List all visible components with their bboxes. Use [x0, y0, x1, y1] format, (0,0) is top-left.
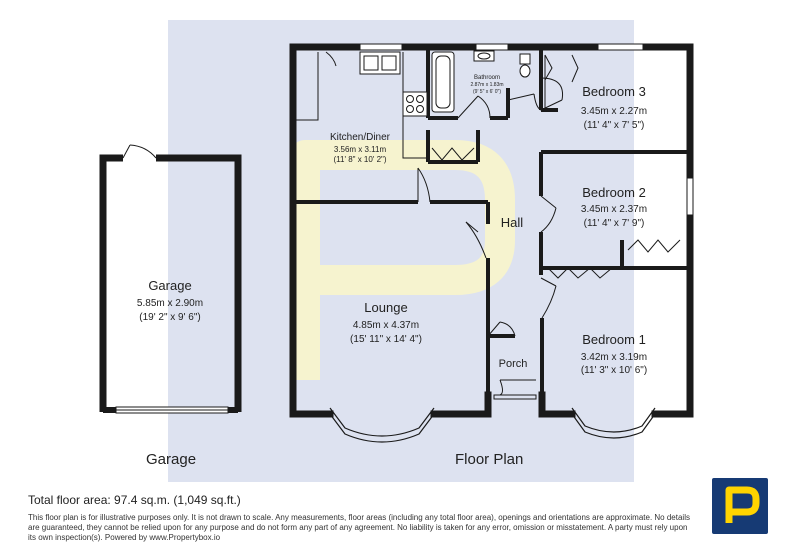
cupboards	[431, 54, 681, 279]
room-name-hall: Hall	[501, 215, 524, 230]
room-metric-bedroom1: 3.42m x 3.19m	[581, 352, 647, 363]
room-metric-kitchen: 3.56m x 3.11m	[334, 145, 387, 154]
room-imperial-bedroom1: (11' 3" x 10' 6")	[581, 365, 647, 376]
room-imperial-lounge: (15' 11" x 14' 4")	[350, 334, 422, 345]
interior-walls	[293, 47, 690, 395]
room-name-porch: Porch	[499, 358, 528, 370]
room-metric-bathroom: 2.87m x 1.83m	[470, 82, 503, 88]
front-door	[493, 379, 537, 400]
total-floor-area: Total floor area: 97.4 sq.m. (1,049 sq.f…	[28, 493, 241, 507]
room-name-garage: Garage	[148, 278, 191, 293]
floor-plan-caption: Floor Plan	[455, 451, 524, 468]
room-name-bedroom3: Bedroom 3	[582, 84, 646, 99]
room-metric-garage: 5.85m x 2.90m	[137, 298, 203, 309]
room-imperial-bathroom: (9' 5" x 6' 0")	[473, 89, 501, 95]
bathroom-fittings	[431, 50, 531, 113]
house-outer-walls	[289, 43, 694, 418]
garage-caption: Garage	[146, 451, 197, 468]
garage-structure	[99, 154, 242, 414]
p-logo-icon	[725, 486, 760, 523]
room-metric-bedroom2: 3.45m x 2.37m	[581, 204, 647, 215]
room-imperial-bedroom3: (11' 4" x 7' 5")	[584, 120, 645, 131]
room-name-bedroom2: Bedroom 2	[582, 185, 646, 200]
room-labels: Kitchen/Diner 3.56m x 3.11m (11' 8" x 10…	[137, 75, 647, 376]
room-imperial-kitchen: (11' 8" x 10' 2")	[333, 155, 386, 164]
p-watermark	[290, 140, 515, 380]
watermark-panel	[168, 20, 634, 482]
windows	[359, 43, 694, 216]
room-name-bedroom1: Bedroom 1	[582, 332, 646, 347]
room-metric-bedroom3: 3.45m x 2.27m	[581, 106, 647, 117]
room-imperial-bedroom2: (11' 4" x 7' 9")	[584, 218, 645, 229]
room-name-lounge: Lounge	[364, 300, 407, 315]
bay-windows	[329, 407, 656, 443]
disclaimer-text: This floor plan is for illustrative purp…	[28, 513, 690, 542]
room-name-bathroom: Bathroom	[474, 75, 500, 81]
propertybox-logo	[712, 478, 768, 534]
garage-door-swing	[122, 144, 157, 159]
kitchen-units	[295, 51, 428, 159]
room-imperial-garage: (19' 2" x 9' 6")	[139, 312, 201, 323]
room-name-kitchen: Kitchen/Diner	[330, 132, 391, 143]
room-metric-lounge: 4.85m x 4.37m	[353, 320, 419, 331]
